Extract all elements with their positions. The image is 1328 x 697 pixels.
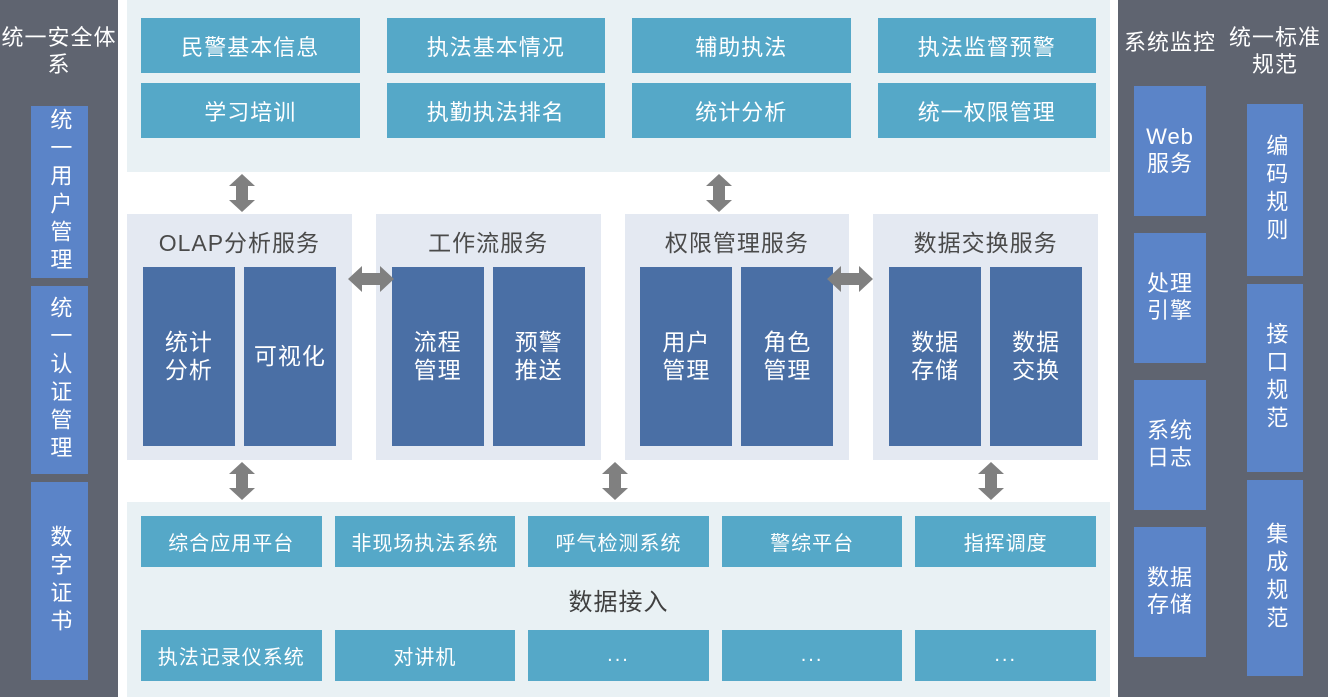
data-access-caption: 数据接入: [568, 588, 669, 616]
data-source-body-camera-system[interactable]: 执法记录仪系统: [141, 630, 322, 681]
rail-item-digital-certificate[interactable]: 数字证书: [30, 482, 88, 680]
standard-rail-title: 统一标准规范: [1228, 25, 1321, 77]
left-rail-security-system: 统一安全体系 统一用户管理 统一认证管理 数字证书: [0, 0, 118, 697]
center-stack: 民警基本信息 执法基本情况 辅助执法 执法监督预警 学习培训 执勤执法排名 统计…: [118, 0, 1118, 697]
connector-row-services-to-data: [127, 460, 1110, 502]
service-group-title: 权限管理服务: [664, 230, 809, 256]
data-source-police-integrated-platform[interactable]: 警综平台: [721, 516, 903, 567]
rail-item-label: 数字证书: [47, 525, 73, 637]
app-tile-police-basic-info[interactable]: 民警基本信息: [141, 18, 360, 73]
data-source-walkie-talkie[interactable]: 对讲机: [334, 630, 516, 681]
standard-item-label: 编码规则: [1263, 134, 1289, 246]
left-rail-title: 统一安全体系: [1, 25, 117, 77]
standard-item-coding-rules[interactable]: 编码规则: [1247, 104, 1303, 276]
data-source-breath-test-system[interactable]: 呼气检测系统: [528, 516, 709, 567]
service-item-data-storage[interactable]: 数据存储: [889, 267, 982, 446]
rail-item-label: 统一认证管理: [47, 296, 73, 464]
standard-item-label: 接口规范: [1263, 322, 1289, 434]
monitor-item-processing-engine[interactable]: 处理引擎: [1134, 233, 1206, 363]
rail-item-label: 统一用户管理: [47, 108, 73, 276]
arrow-exchange-data-icon: [977, 462, 1005, 505]
arrow-apps-authz-icon: [705, 174, 733, 217]
service-group-title: 工作流服务: [428, 230, 549, 256]
service-item-data-exchange[interactable]: 数据交换: [990, 267, 1083, 446]
service-group-title: 数据交换服务: [913, 230, 1058, 256]
arrow-workflow-data-icon: [601, 462, 629, 505]
standard-item-integration-spec[interactable]: 集成规范: [1247, 480, 1303, 676]
connector-row-apps-to-services: [127, 172, 1110, 214]
data-access-layer: 综合应用平台 非现场执法系统 呼气检测系统 警综平台 指挥调度 数据接入 执法记…: [127, 502, 1110, 697]
app-tile-enforcement-supervision-alert[interactable]: 执法监督预警: [877, 18, 1096, 73]
app-tile-duty-enforcement-ranking[interactable]: 执勤执法排名: [386, 83, 605, 138]
service-group-permission: 权限管理服务 用户管理 角色管理: [624, 214, 850, 460]
service-item-role-management[interactable]: 角色管理: [741, 267, 834, 446]
application-layer: 民警基本信息 执法基本情况 辅助执法 执法监督预警 学习培训 执勤执法排名 统计…: [127, 0, 1110, 172]
data-source-placeholder-3[interactable]: ...: [915, 630, 1096, 681]
data-source-offsite-enforcement-system[interactable]: 非现场执法系统: [334, 516, 516, 567]
arrow-apps-olap-icon: [228, 174, 256, 217]
data-source-command-dispatch[interactable]: 指挥调度: [915, 516, 1096, 567]
rail-item-unified-user-management[interactable]: 统一用户管理: [30, 106, 88, 278]
arrow-authz-exchange-icon: [827, 264, 873, 299]
data-source-placeholder-1[interactable]: ...: [528, 630, 709, 681]
standard-item-interface-spec[interactable]: 接口规范: [1247, 284, 1303, 472]
arrow-olap-workflow-icon: [348, 264, 394, 299]
standard-rail-unified-standards: 统一标准规范 编码规则 接口规范 集成规范: [1222, 0, 1328, 697]
data-source-placeholder-2[interactable]: ...: [721, 630, 903, 681]
service-item-process-management[interactable]: 流程管理: [391, 267, 484, 446]
service-item-user-management[interactable]: 用户管理: [640, 267, 733, 446]
service-item-statistical-analysis[interactable]: 统计分析: [142, 267, 235, 446]
app-tile-assisted-enforcement[interactable]: 辅助执法: [632, 18, 851, 73]
data-source-row-2: 执法记录仪系统 对讲机 ... ... ...: [141, 630, 1096, 681]
standard-item-label: 集成规范: [1263, 522, 1289, 634]
arrow-olap-data-icon: [228, 462, 256, 505]
app-tile-statistical-analysis[interactable]: 统计分析: [632, 83, 851, 138]
service-item-visualization[interactable]: 可视化: [243, 267, 336, 446]
service-item-alert-push[interactable]: 预警推送: [492, 267, 585, 446]
monitor-item-data-storage[interactable]: 数据存储: [1134, 527, 1206, 657]
app-tile-enforcement-basics[interactable]: 执法基本情况: [386, 18, 605, 73]
rail-item-unified-auth-management[interactable]: 统一认证管理: [30, 286, 88, 474]
service-group-olap: OLAP分析服务 统计分析 可视化: [127, 214, 352, 460]
service-group-title: OLAP分析服务: [158, 230, 321, 256]
data-source-integrated-app-platform[interactable]: 综合应用平台: [141, 516, 322, 567]
service-group-data-exchange: 数据交换服务 数据存储 数据交换: [873, 214, 1098, 460]
service-group-workflow: 工作流服务 流程管理 预警推送: [375, 214, 601, 460]
app-tile-training[interactable]: 学习培训: [141, 83, 360, 138]
monitor-item-system-log[interactable]: 系统日志: [1134, 380, 1206, 510]
data-source-row-1: 综合应用平台 非现场执法系统 呼气检测系统 警综平台 指挥调度: [141, 516, 1096, 567]
service-layer: OLAP分析服务 统计分析 可视化 工作流服务 流程管理 预警推送 权限管理服务…: [127, 214, 1110, 460]
monitor-rail-title: 系统监控: [1123, 29, 1216, 55]
app-tile-unified-permission-management[interactable]: 统一权限管理: [877, 83, 1096, 138]
